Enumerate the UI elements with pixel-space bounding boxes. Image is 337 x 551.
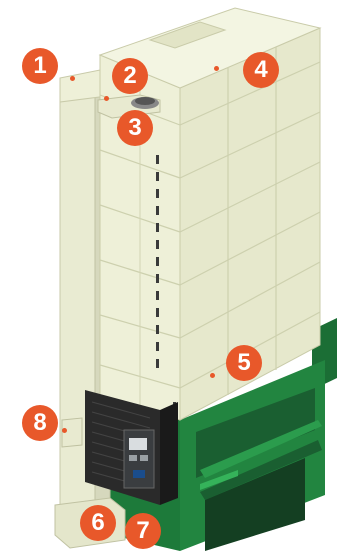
callout-8: 8 <box>22 405 58 441</box>
callout-4: 4 <box>243 52 279 88</box>
callout-7: 7 <box>125 513 161 549</box>
leader-dot-1 <box>70 76 75 81</box>
leader-dot-4 <box>214 66 219 71</box>
callout-5: 5 <box>226 345 262 381</box>
leader-dot-2 <box>104 96 109 101</box>
leader-dot-8 <box>62 428 67 433</box>
callout-6: 6 <box>80 505 116 541</box>
callout-3: 3 <box>117 110 153 146</box>
callout-1: 1 <box>22 48 58 84</box>
leader-dot-5 <box>210 373 215 378</box>
callout-2: 2 <box>112 58 148 94</box>
